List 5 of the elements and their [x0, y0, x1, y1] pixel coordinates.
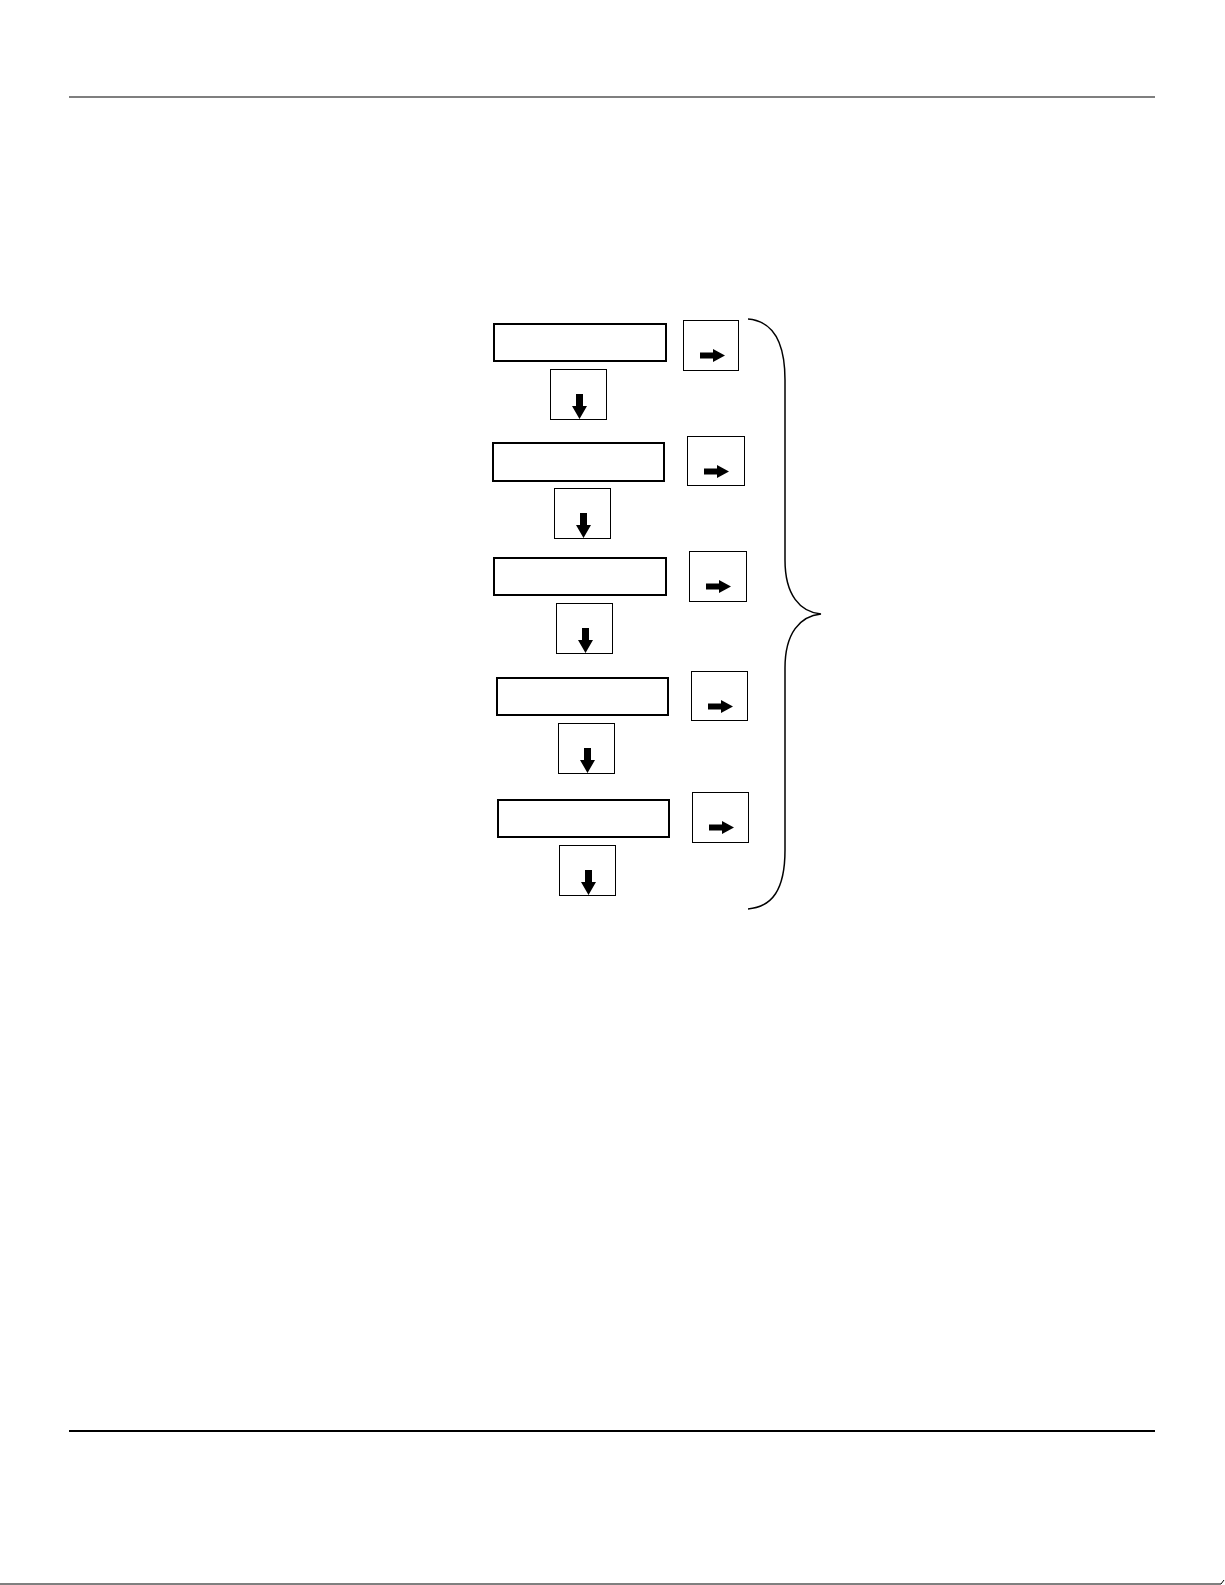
blank-box	[492, 442, 665, 482]
blank-box	[496, 677, 669, 716]
blank-box	[497, 799, 670, 838]
blank-box	[493, 557, 667, 596]
blank-box	[493, 323, 667, 362]
